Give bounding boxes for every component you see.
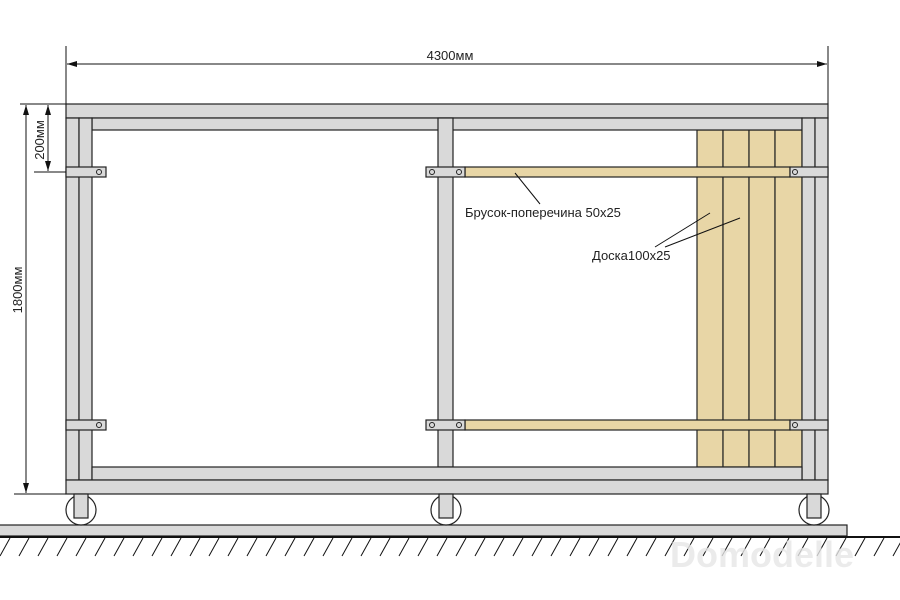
top-beam (65, 103, 829, 119)
ground-hatch-line (360, 537, 372, 557)
crossbar-top (464, 166, 791, 178)
board (722, 129, 750, 468)
height-dimension-label: 1800мм (10, 267, 25, 314)
crossbar-bottom (464, 419, 791, 431)
ground-hatch-line (75, 537, 87, 557)
ground-hatch-line (132, 537, 144, 557)
ground (0, 524, 900, 557)
ground-hatch-line (398, 537, 410, 557)
board (696, 129, 724, 468)
ground-hatch-line (778, 537, 790, 557)
ground-hatch-line (436, 537, 448, 557)
ground-hatch-line (246, 537, 258, 557)
ground-hatch-line (512, 537, 524, 557)
ground-hatch-line (56, 537, 68, 557)
ground-hatch-line (550, 537, 562, 557)
wooden-boards (696, 129, 803, 468)
ground-hatch-line (113, 537, 125, 557)
offset-dimension-label: 200мм (32, 120, 47, 160)
ground-hatch-line (284, 537, 296, 557)
ground-hatch-line (797, 537, 809, 557)
dimension-lines (14, 46, 829, 495)
ground-hatch-line (873, 537, 885, 557)
clamps (65, 166, 829, 431)
ground-hatch-line (588, 537, 600, 557)
width-dimension-label: 4300мм (427, 48, 474, 63)
crossbar-label: Брусок-поперечина 50х25 (465, 205, 621, 220)
ground-hatch-line (626, 537, 638, 557)
ground-hatch-line (607, 537, 619, 557)
board (774, 129, 803, 468)
steel-frame (65, 103, 829, 495)
ground-hatch-line (721, 537, 733, 557)
ground-hatch-line (0, 537, 11, 557)
ground-hatch-line (892, 542, 900, 557)
ground-hatch-line (37, 537, 49, 557)
bottom-inner-beam (91, 466, 803, 481)
ground-hatch-line (18, 537, 30, 557)
board-label: Доска100х25 (592, 248, 671, 263)
ground-hatch-line (455, 537, 467, 557)
ground-hatch-line (683, 537, 695, 557)
ground-hatch-line (835, 537, 847, 557)
ground-hatch-line (759, 537, 771, 557)
ground-hatch-line (493, 537, 505, 557)
ground-hatch-line (417, 537, 429, 557)
ground-hatch-line (474, 537, 486, 557)
ground-hatch-line (208, 537, 220, 557)
ground-hatch-line (94, 537, 106, 557)
ground-hatch-line (341, 537, 353, 557)
ground-hatch-line (322, 537, 334, 557)
ground-hatch-line (189, 537, 201, 557)
ground-hatch-line (816, 537, 828, 557)
ground-hatch-line (645, 537, 657, 557)
bottom-beam (65, 479, 829, 495)
board (748, 129, 776, 468)
watermark-logo: Domodelle (670, 534, 854, 575)
ground-hatch-line (227, 537, 239, 557)
ground-hatch-line (740, 537, 752, 557)
ground-hatch-line (569, 537, 581, 557)
ground-hatch-line (854, 537, 866, 557)
ground-hatch-line (170, 537, 182, 557)
ground-hatch-line (303, 537, 315, 557)
ground-hatch-line (702, 537, 714, 557)
ground-hatch-line (151, 537, 163, 557)
wheels (65, 493, 830, 526)
ground-hatch-line (265, 537, 277, 557)
ground-hatch-line (531, 537, 543, 557)
ground-hatch-line (379, 537, 391, 557)
ground-hatch-line (664, 537, 676, 557)
